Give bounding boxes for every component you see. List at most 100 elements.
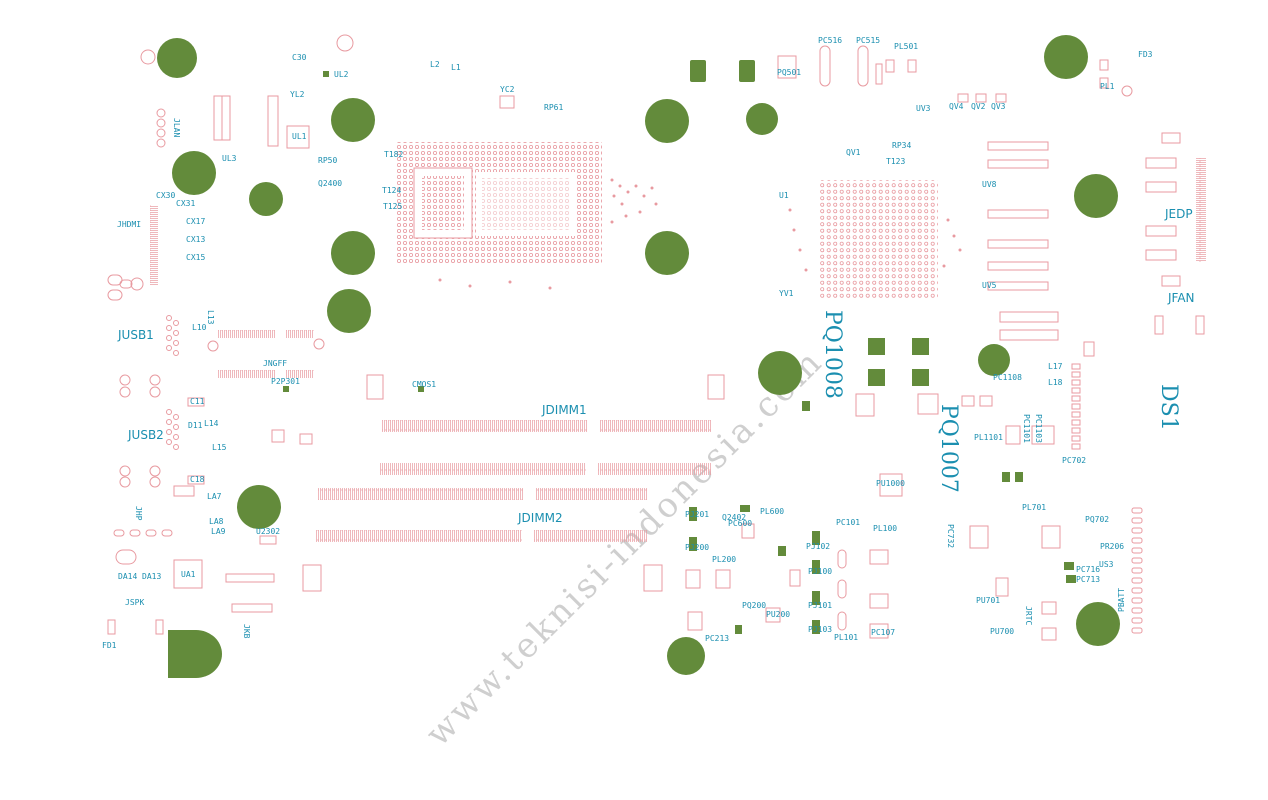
label-pl1[interactable]: PL1	[1100, 82, 1115, 91]
label-cx30[interactable]: CX30	[156, 191, 175, 200]
label-yc2[interactable]: YC2	[500, 85, 515, 94]
label-pl100[interactable]: PL100	[873, 524, 897, 533]
label-jdimm1[interactable]: JDIMM1	[541, 403, 587, 417]
cpu-bga[interactable]	[396, 142, 602, 264]
label-u2302[interactable]: U2302	[256, 527, 280, 536]
label-jusb1[interactable]: JUSB1	[117, 328, 154, 342]
label-c30[interactable]: C30	[292, 53, 307, 62]
label-jrtc[interactable]: JRTC	[1024, 606, 1033, 625]
label-l10[interactable]: L10	[192, 323, 207, 332]
label-t123[interactable]: T123	[886, 157, 905, 166]
label-pc107[interactable]: PC107	[871, 628, 895, 637]
label-pq702[interactable]: PQ702	[1085, 515, 1109, 524]
mounting-hole[interactable]	[327, 289, 371, 333]
label-l14[interactable]: L14	[204, 419, 219, 428]
label-pq1008[interactable]: PQ1008	[820, 310, 845, 399]
label-t182[interactable]: T182	[384, 150, 403, 159]
mounting-hole[interactable]	[667, 637, 705, 675]
label-cx31[interactable]: CX31	[176, 199, 195, 208]
label-pr206[interactable]: PR206	[1100, 542, 1124, 551]
label-ds1[interactable]: DS1	[1156, 384, 1181, 431]
label-cmos1[interactable]: CMOS1	[412, 380, 436, 389]
label-pq1007[interactable]: PQ1007	[936, 404, 961, 493]
label-pu1000[interactable]: PU1000	[876, 479, 905, 488]
label-d11[interactable]: D11	[188, 421, 203, 430]
label-jhp[interactable]: JHP	[134, 506, 143, 521]
label-qv1[interactable]: QV1	[846, 148, 861, 157]
mounting-hole[interactable]	[645, 99, 689, 143]
label-ul3[interactable]: UL3	[222, 154, 237, 163]
label-yv1[interactable]: YV1	[779, 289, 794, 298]
ngff-connector[interactable]	[207, 330, 325, 378]
label-pc515[interactable]: PC515	[856, 36, 880, 45]
label-c18[interactable]: C18	[190, 475, 205, 484]
label-pq501[interactable]: PQ501	[777, 68, 801, 77]
mounting-hole[interactable]	[331, 231, 375, 275]
label-pj200[interactable]: PJ200	[685, 543, 709, 552]
label-pc732[interactable]: PC732	[946, 524, 955, 548]
mounting-hole[interactable]	[978, 344, 1010, 376]
label-pl1101[interactable]: PL1101	[974, 433, 1003, 442]
mounting-hole-slot[interactable]	[168, 630, 222, 678]
label-pl200[interactable]: PL200	[712, 555, 736, 564]
label-da13[interactable]: DA13	[142, 572, 161, 581]
label-jdimm2[interactable]: JDIMM2	[517, 511, 563, 525]
label-uv3[interactable]: UV3	[916, 104, 931, 113]
label-fd1[interactable]: FD1	[102, 641, 117, 650]
pch-bga[interactable]	[818, 180, 938, 298]
label-pc1103[interactable]: PC1103	[1034, 414, 1043, 443]
label-l1[interactable]: L1	[451, 63, 461, 72]
label-pu701[interactable]: PU701	[976, 596, 1000, 605]
dimm-slots[interactable]	[302, 374, 725, 592]
label-yl2[interactable]: YL2	[290, 90, 305, 99]
label-l17[interactable]: L17	[1048, 362, 1063, 371]
mounting-hole[interactable]	[1074, 174, 1118, 218]
label-pc1108[interactable]: PC1108	[993, 373, 1022, 382]
label-rp50[interactable]: RP50	[318, 156, 337, 165]
label-l2[interactable]: L2	[430, 60, 440, 69]
mounting-hole[interactable]	[746, 103, 778, 135]
label-jkb[interactable]: JKB	[242, 624, 251, 639]
label-jspk[interactable]: JSPK	[125, 598, 144, 607]
label-pq200[interactable]: PQ200	[742, 601, 766, 610]
mounting-hole[interactable]	[1076, 602, 1120, 646]
label-pc101[interactable]: PC101	[836, 518, 860, 527]
label-l13[interactable]: L13	[206, 310, 215, 325]
left-io-connectors[interactable]	[107, 34, 354, 635]
mounting-hole[interactable]	[645, 231, 689, 275]
label-pc600[interactable]: PC600	[728, 519, 752, 528]
label-pl101[interactable]: PL101	[834, 633, 858, 642]
label-da14[interactable]: DA14	[118, 572, 137, 581]
label-qv4[interactable]: QV4	[949, 102, 964, 111]
label-cx15[interactable]: CX15	[186, 253, 205, 262]
label-pj201[interactable]: PJ201	[685, 510, 709, 519]
label-pc516[interactable]: PC516	[818, 36, 842, 45]
label-l18[interactable]: L18	[1048, 378, 1063, 387]
label-ul2[interactable]: UL2	[334, 70, 349, 79]
label-pu700[interactable]: PU700	[990, 627, 1014, 636]
label-cx13[interactable]: CX13	[186, 235, 205, 244]
label-uv8[interactable]: UV8	[982, 180, 997, 189]
label-jngff[interactable]: JNGFF	[263, 359, 287, 368]
label-p2p301[interactable]: P2P301	[271, 377, 300, 386]
label-rp34[interactable]: RP34	[892, 141, 911, 150]
label-qv3[interactable]: QV3	[991, 102, 1006, 111]
label-la7[interactable]: LA7	[207, 492, 222, 501]
label-jedp[interactable]: JEDP	[1164, 207, 1193, 221]
mounting-hole[interactable]	[331, 98, 375, 142]
mounting-hole[interactable]	[237, 485, 281, 529]
label-q2402[interactable]: Q2402	[722, 513, 746, 522]
label-pc213[interactable]: PC213	[705, 634, 729, 643]
label-pl701[interactable]: PL701	[1022, 503, 1046, 512]
label-rp61[interactable]: RP61	[544, 103, 563, 112]
label-pu200[interactable]: PU200	[766, 610, 790, 619]
label-u1[interactable]: U1	[779, 191, 789, 200]
mounting-hole[interactable]	[1044, 35, 1088, 79]
label-jlan[interactable]: JLAN	[172, 118, 181, 137]
label-ul1[interactable]: UL1	[292, 132, 307, 141]
label-us3[interactable]: US3	[1099, 560, 1114, 569]
label-la8[interactable]: LA8	[209, 517, 224, 526]
label-pl600[interactable]: PL600	[760, 507, 784, 516]
label-jhdmi[interactable]: JHDMI	[117, 220, 141, 229]
label-l15[interactable]: L15	[212, 443, 227, 452]
